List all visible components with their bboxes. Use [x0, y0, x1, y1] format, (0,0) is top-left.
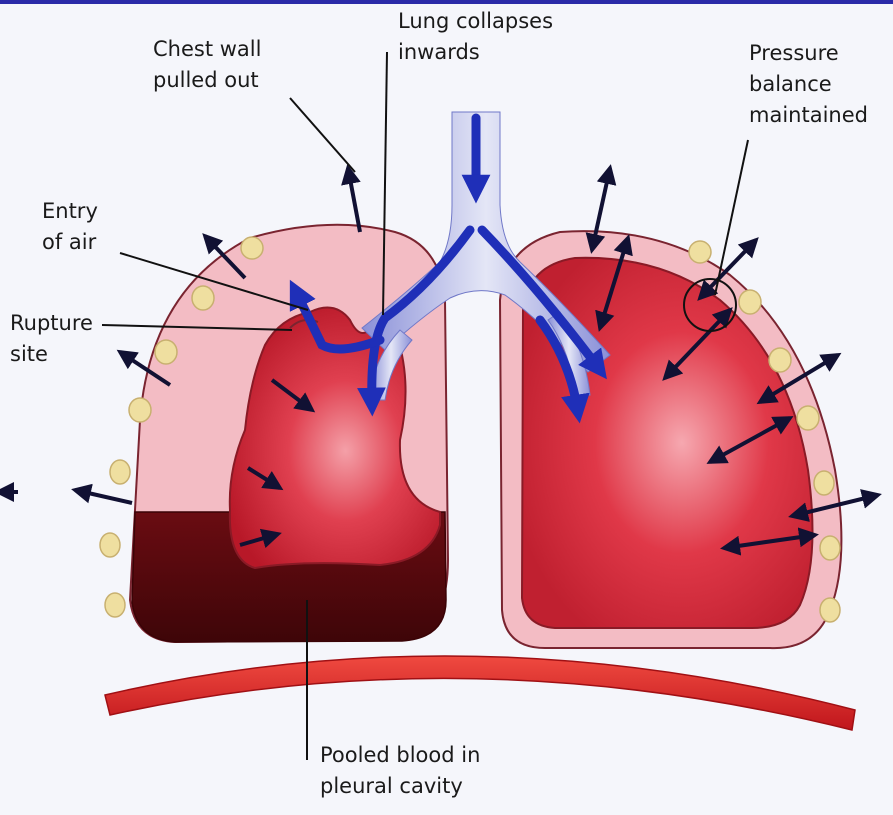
label-pooled-blood: Pooled blood in pleural cavity	[320, 740, 480, 802]
label-lung-collapses: Lung collapses inwards	[398, 6, 553, 68]
label-pressure-balance: Pressure balance maintained	[749, 38, 868, 131]
label-rupture-site: Rupture site	[10, 308, 93, 370]
label-chest-wall: Chest wall pulled out	[153, 34, 261, 96]
label-entry-of-air: Entry of air	[42, 196, 98, 258]
diaphragm	[105, 656, 855, 730]
